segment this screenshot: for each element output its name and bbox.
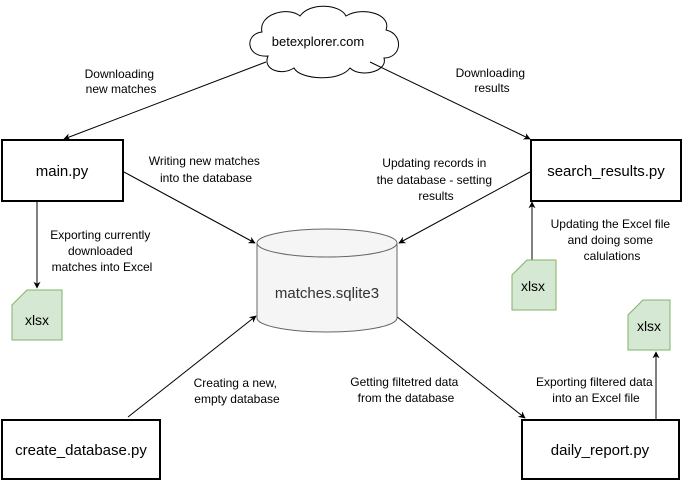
edge-main-to-database (123, 171, 256, 244)
label-update-excel: Updating the Excel file and doing some c… (551, 217, 674, 263)
node-create-database: create_database.py (1, 419, 161, 480)
label-export-filtered: Exporting filtered data into an Excel fi… (536, 375, 656, 405)
label-update-records: Updating records in the database - setti… (377, 156, 496, 203)
label-export-current: Exporting currently downloaded matches i… (50, 228, 153, 274)
node-main: main.py (1, 139, 124, 202)
edge-database-to-daily-report (395, 315, 526, 419)
edge-create-database-to-database (127, 315, 257, 418)
label-create-empty: Creating a new, empty database (194, 376, 281, 406)
cloud-node: betexplorer.com (249, 5, 399, 79)
node-daily-report: daily_report.py (521, 419, 680, 480)
file-xlsx-right-bottom: xlsx (627, 299, 671, 351)
create-database-label: create_database.py (15, 442, 147, 459)
daily-report-label: daily_report.py (551, 442, 650, 459)
cloud-icon (249, 5, 399, 79)
edge-search-results-to-database (398, 171, 531, 244)
edge-cloud-to-main (63, 61, 267, 141)
node-search-results: search_results.py (530, 139, 682, 202)
label-write-matches: Writing new matches into the database (149, 154, 264, 185)
file-icon (11, 289, 63, 341)
edges (33, 61, 660, 420)
edge-cloud-to-search-results (369, 61, 531, 140)
file-icon (627, 299, 671, 351)
cloud-label: betexplorer.com (272, 34, 365, 49)
file-label: xlsx (25, 312, 49, 328)
file-icon (511, 259, 557, 311)
label-get-filtered: Getting filtetred data from the database (350, 375, 461, 405)
database-label: matches.sqlite3 (275, 285, 379, 302)
file-label: xlsx (521, 278, 545, 294)
file-xlsx-right-middle: xlsx (511, 259, 557, 311)
file-label: xlsx (637, 318, 661, 334)
label-download-results: Downloading results (456, 66, 529, 95)
label-download-matches: Downloading new matches (85, 67, 158, 96)
database-icon (256, 243, 398, 333)
node-database: matches.sqlite3 (256, 228, 398, 333)
file-xlsx-left: xlsx (11, 289, 63, 341)
search-results-label: search_results.py (547, 163, 665, 180)
main-label: main.py (36, 163, 89, 180)
